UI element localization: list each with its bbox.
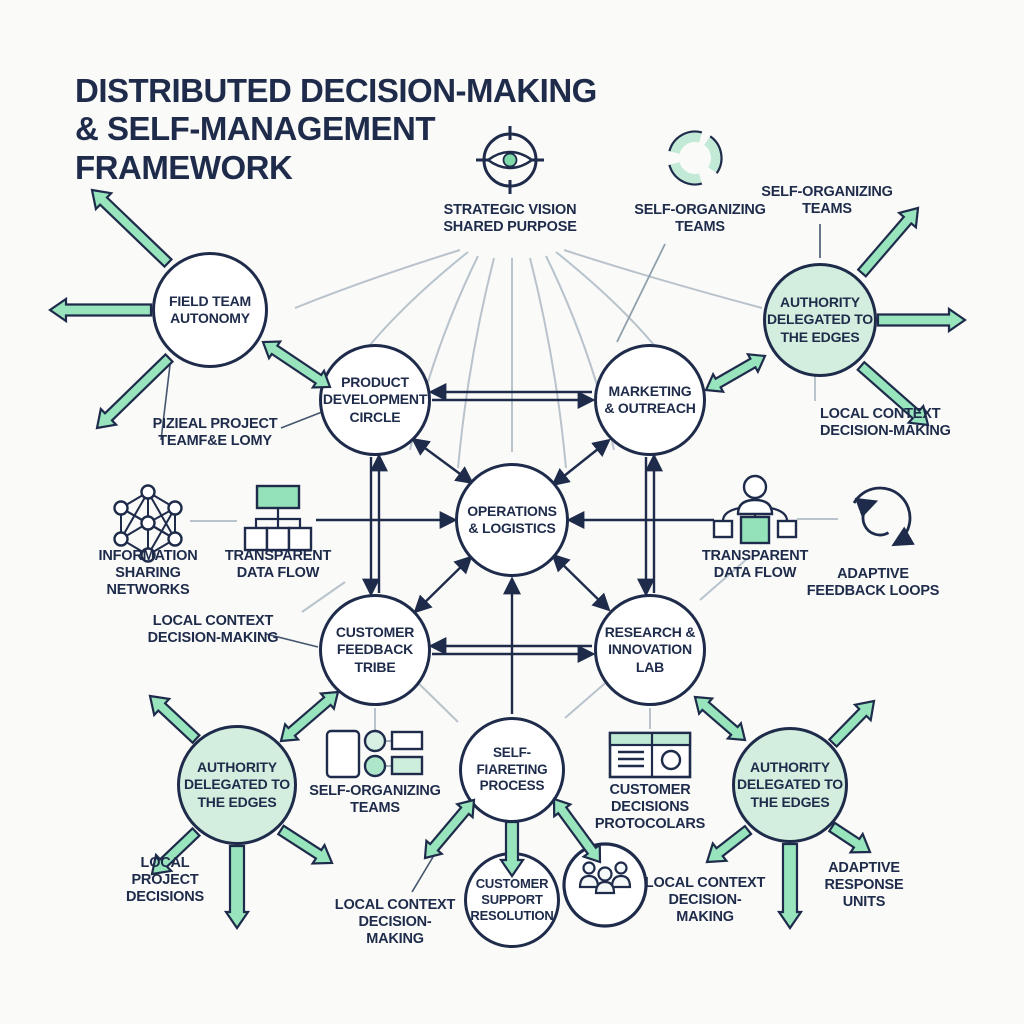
- node-customer-feedback-tribe: CUSTOMER FEEDBACK TRIBE: [319, 594, 431, 706]
- label-field-project-note: PIZIEAL PROJECT TEAMF&E LOMY: [152, 416, 278, 450]
- people-group-icon: [578, 861, 632, 895]
- person-hierarchy-icon: [712, 474, 798, 545]
- shapes-grid-icon: [325, 729, 424, 779]
- label-customer-decisions-protocolars: CUSTOMER DECISIONS PROTOCOLARS: [594, 782, 706, 833]
- label-self-organizing-teams-bottom: SELF-ORGANIZING TEAMS: [309, 783, 441, 817]
- node-product-development-circle: PRODUCT DEVELOPMENT CIRCLE: [319, 344, 431, 456]
- protocol-card-icon: [608, 731, 692, 779]
- label-self-organizing-teams-top: SELF-ORGANIZING TEAMS: [634, 202, 766, 236]
- label-adaptive-feedback-loops: ADAPTIVE FEEDBACK LOOPS: [806, 566, 940, 600]
- label-local-context-bottom-right: LOCAL CONTEXT DECISION-MAKING: [644, 875, 766, 926]
- node-marketing-outreach: MARKETING & OUTREACH: [594, 344, 706, 456]
- label-local-context-right: LOCAL CONTEXT DECISION-MAKING: [820, 406, 951, 440]
- node-field-team-autonomy: FIELD TEAM AUTONOMY: [152, 252, 268, 368]
- label-transparent-data-flow-left: TRANSPARENT DATA FLOW: [224, 548, 332, 582]
- node-research-innovation-lab: RESEARCH & INNOVATION LAB: [594, 594, 706, 706]
- circular-arrows-icon: [852, 486, 915, 547]
- diagram-title: DISTRIBUTED DECISION-MAKING & SELF-MANAG…: [75, 72, 597, 186]
- label-local-context-left: LOCAL CONTEXT DECISION-MAKING: [147, 613, 279, 647]
- node-authority-delegated-bottom-left: AUTHORITY DELEGATED TO THE EDGES: [177, 725, 297, 845]
- node-self-fiareting-process: SELF- FIARETING PROCESS: [459, 717, 565, 823]
- label-strategic-vision: STRATEGIC VISION SHARED PURPOSE: [443, 202, 577, 236]
- label-local-context-bottom: LOCAL CONTEXT DECISION-MAKING: [334, 897, 456, 948]
- node-authority-delegated-bottom-right: AUTHORITY DELEGATED TO THE EDGES: [732, 727, 848, 843]
- label-adaptive-response-units: ADAPTIVE RESPONSE UNITS: [824, 860, 904, 911]
- label-self-organizing-teams-top-right: SELF-ORGANIZING TEAMS: [761, 184, 893, 218]
- node-authority-delegated-right: AUTHORITY DELEGATED TO THE EDGES: [763, 263, 877, 377]
- org-chart-icon: [243, 484, 313, 552]
- segmented-cycle-icon: [668, 130, 723, 186]
- label-local-project-decisions: LOCAL PROJECT DECISIONS: [126, 855, 204, 906]
- node-operations-logistics: OPERATIONS & LOGISTICS: [455, 463, 569, 577]
- node-customer-support-resolution: CUSTOMER SUPPORT RESOLUTION: [464, 852, 560, 948]
- label-information-sharing-networks: INFORMATION SHARING NETWORKS: [98, 548, 198, 599]
